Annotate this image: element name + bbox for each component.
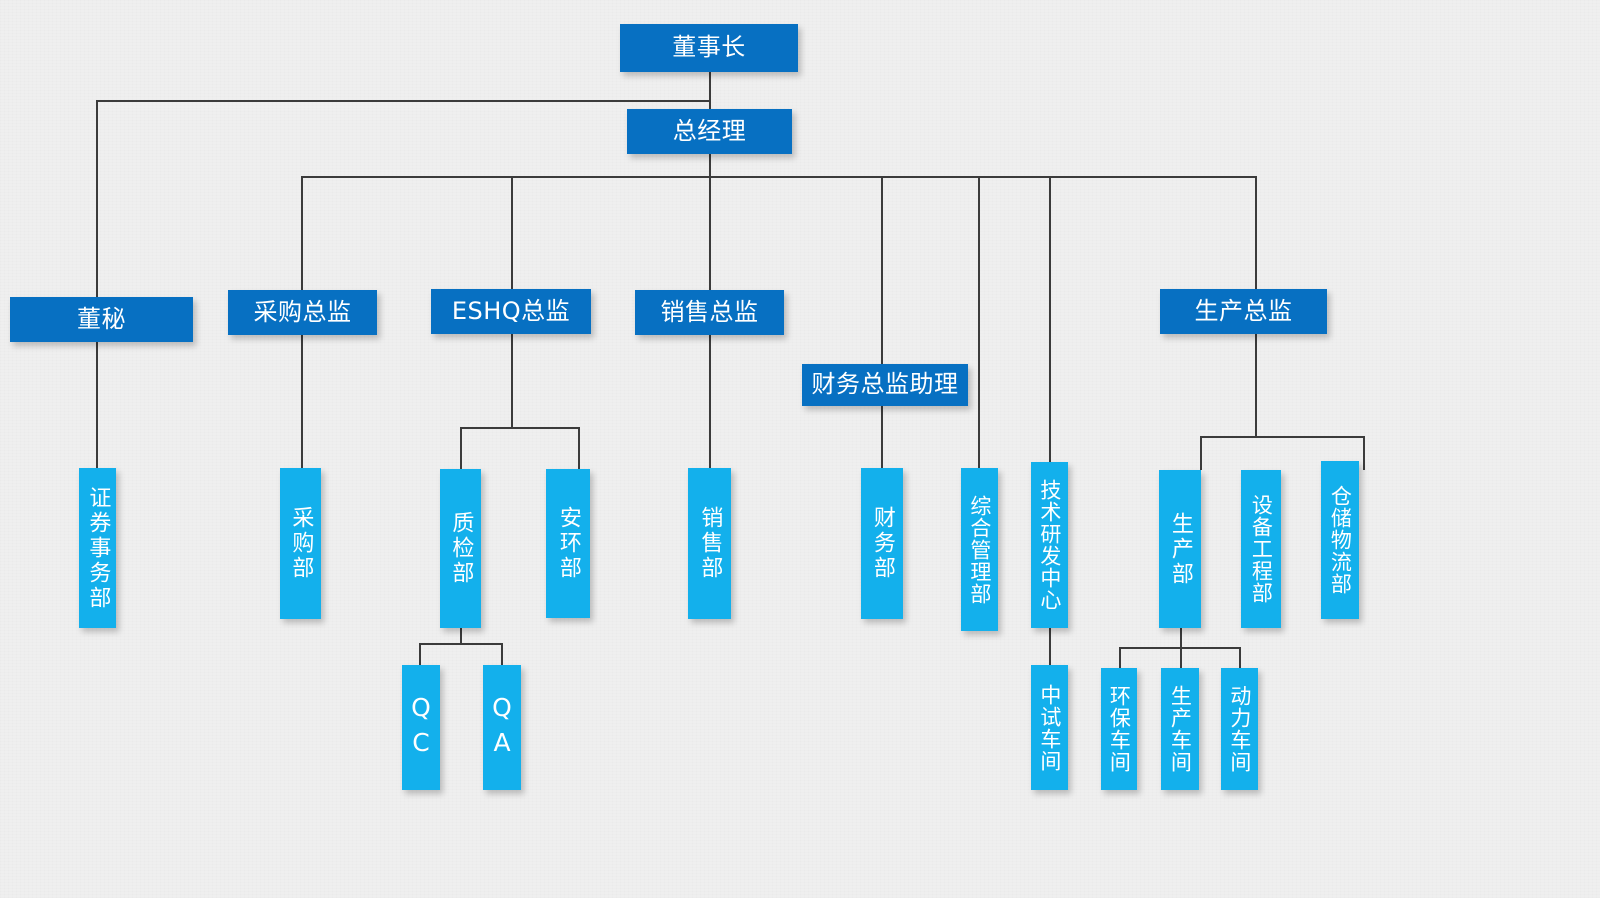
node-qa[interactable]: QA [483,665,521,790]
node-sales-dept[interactable]: 销售部 [688,468,731,619]
connector-gm-stem [709,154,711,178]
connector-chairman-to-secretary-bus [96,100,711,102]
node-qc[interactable]: QC [402,665,440,790]
node-general-manager[interactable]: 总经理 [627,109,792,154]
connector-chairman-to-gm [709,100,711,109]
connector-drop-finance-assistant [881,176,883,364]
connector-secretary-drop [96,100,98,298]
connector-eshq-stem [511,334,513,428]
connector-to-power-workshop [1239,647,1241,668]
connector-production-to-equipment [1363,436,1365,470]
connector-qc-dept-stem [460,628,462,644]
node-chairman[interactable]: 董事长 [620,24,798,72]
node-warehouse-logistics-dept[interactable]: 仓储物流部 [1321,461,1359,619]
connector-production-bus [1200,436,1365,438]
connector-eshq-bus [460,427,580,429]
node-production-workshop[interactable]: 生产车间 [1161,668,1199,790]
node-sales-director[interactable]: 销售总监 [635,290,784,335]
connector-chairman-stem [709,72,711,102]
connector-to-qa [501,643,503,665]
node-board-secretary[interactable]: 董秘 [10,297,193,342]
node-rd-center[interactable]: 技术研发中心 [1031,462,1068,628]
connector-drop-production-director [1255,176,1257,290]
connector-production-to-prod-dept [1200,436,1202,470]
connector-drop-procurement-director [301,176,303,290]
connector-to-production-workshop [1180,647,1182,668]
node-safety-environment-dept[interactable]: 安环部 [546,469,590,618]
node-quality-inspection-dept[interactable]: 质检部 [440,469,481,628]
node-finance-dept[interactable]: 财务部 [861,468,903,619]
connector-sales-to-dept [709,334,711,468]
node-securities-affairs-dept[interactable]: 证券事务部 [79,468,116,628]
connector-eshq-to-safety-dept [578,427,580,469]
connector-production-stem [1255,334,1257,437]
node-procurement-dept[interactable]: 采购部 [280,468,321,619]
connector-rd-to-pilot [1049,628,1051,666]
connector-finance-assistant-to-dept [881,405,883,468]
connector-secretary-to-securities [96,342,98,468]
node-production-dept[interactable]: 生产部 [1159,470,1201,628]
node-production-director[interactable]: 生产总监 [1160,289,1327,334]
connector-drop-rd-center [1049,176,1051,462]
connector-to-qc [419,643,421,665]
connector-drop-general-management [978,176,980,468]
node-finance-director-assistant[interactable]: 财务总监助理 [802,364,968,406]
node-general-management-dept[interactable]: 综合管理部 [961,468,998,631]
connector-eshq-to-qc-dept [460,427,462,469]
connector-drop-sales-director [709,176,711,290]
connector-to-environment-workshop [1119,647,1121,668]
connector-procurement-to-dept [301,334,303,468]
node-equipment-engineering-dept[interactable]: 设备工程部 [1241,470,1281,628]
connector-gm-bus [301,176,1256,178]
node-power-workshop[interactable]: 动力车间 [1221,668,1258,790]
connector-drop-eshq-director [511,176,513,290]
connector-qc-qa-bus [419,643,503,645]
node-procurement-director[interactable]: 采购总监 [228,290,377,335]
connector-prod-dept-stem [1180,628,1182,648]
node-eshq-director[interactable]: ESHQ总监 [431,289,591,334]
node-environment-workshop[interactable]: 环保车间 [1101,668,1137,790]
node-pilot-workshop[interactable]: 中试车间 [1031,665,1068,790]
